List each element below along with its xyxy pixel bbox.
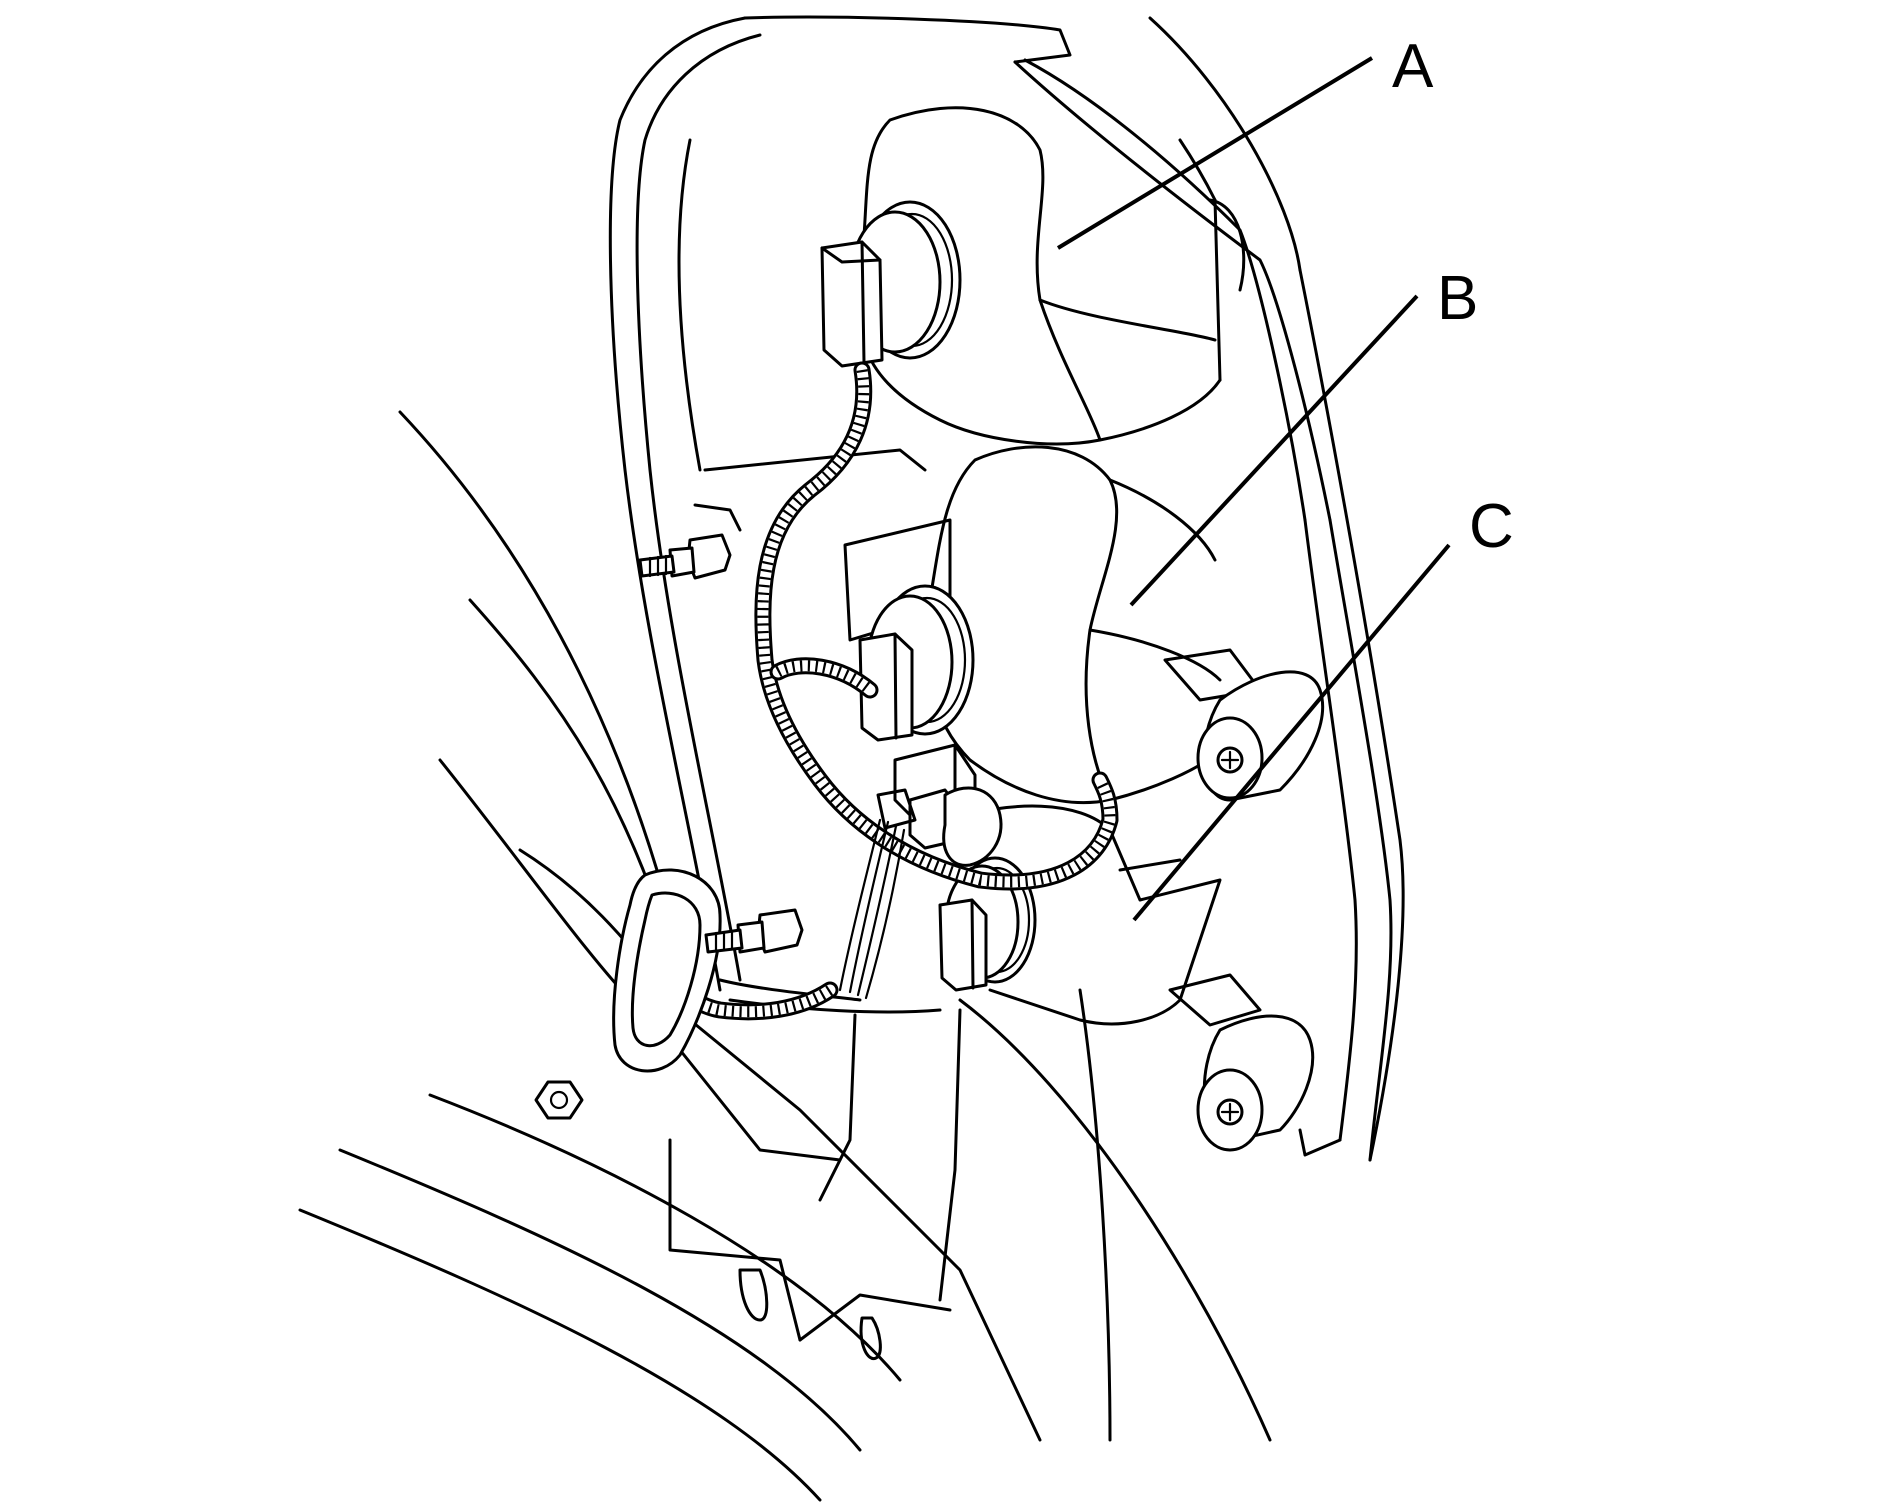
harness-connector	[876, 743, 1003, 867]
lower-panel	[668, 1008, 962, 1361]
mounting-stud-lower	[704, 908, 804, 954]
lamp-socket-b	[843, 445, 1222, 805]
wire-bundle	[838, 818, 906, 1000]
lamp-socket-c	[938, 804, 1222, 1026]
callout-label-a: A	[1392, 32, 1434, 101]
lamp-socket-a	[820, 106, 1246, 446]
mounting-boss-upper	[1163, 648, 1325, 802]
callout-label-b: B	[1437, 264, 1479, 333]
callout-leader-b	[1129, 294, 1419, 607]
hex-nut	[534, 1080, 584, 1120]
mounting-stud-upper	[638, 533, 732, 580]
mounting-boss-lower	[1168, 973, 1315, 1152]
wire-harness	[631, 361, 1119, 1021]
callout-leader-c	[1132, 543, 1451, 922]
callout-label-c: C	[1469, 492, 1514, 561]
callout-leader-a	[1056, 56, 1374, 250]
body-contour-lines	[298, 410, 1272, 1502]
wire-grommet	[612, 868, 722, 1073]
